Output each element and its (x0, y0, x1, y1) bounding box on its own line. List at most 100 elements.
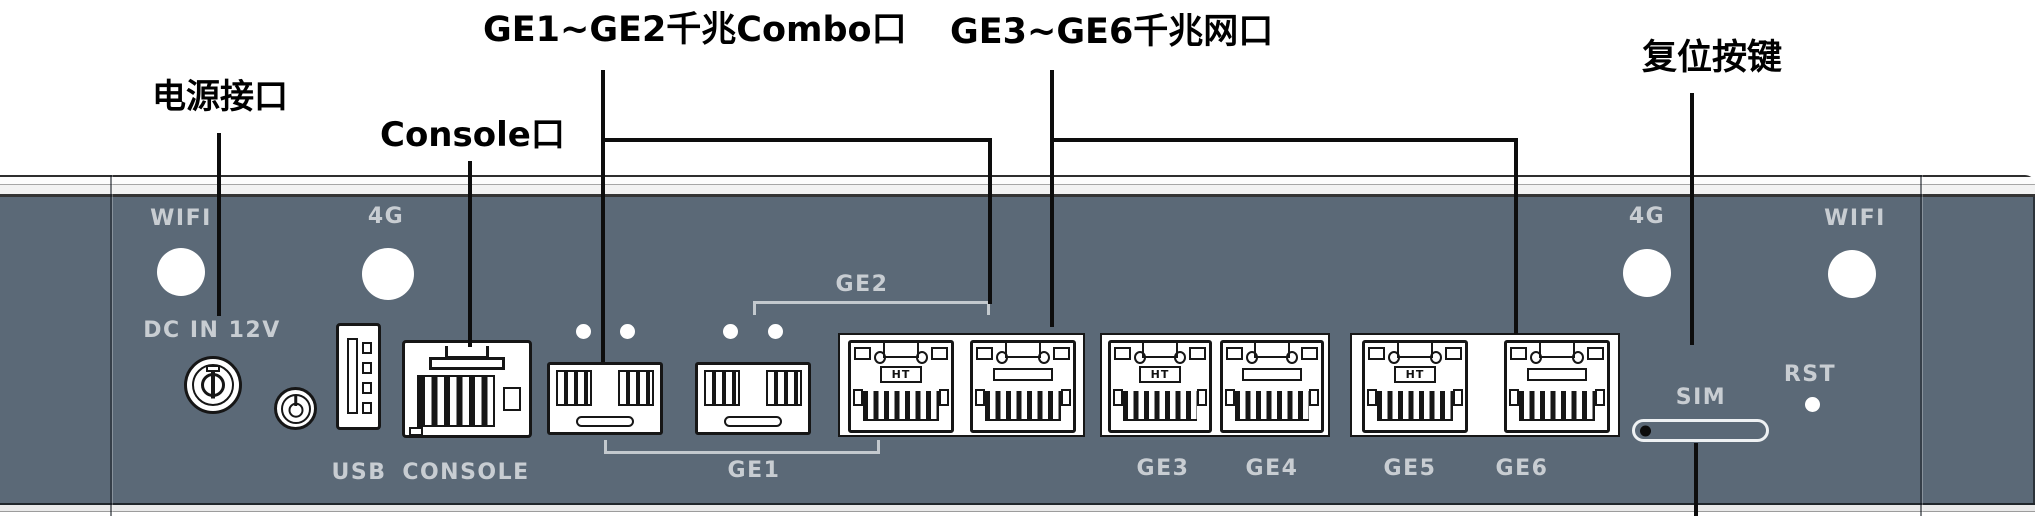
console-port (402, 340, 532, 438)
panel-label-ge3: GE3 (1136, 456, 1190, 481)
usb-contact (362, 362, 372, 374)
rj45-hump (1142, 343, 1178, 358)
panel-label-sim: SIM (1675, 385, 1727, 410)
callout-line-lan-branch (1050, 138, 1518, 142)
sfp-cage-hatch (766, 370, 802, 406)
rj45-tab (1226, 347, 1243, 360)
sfp-cage-hatch (556, 370, 592, 406)
rj45-side-tab (1367, 389, 1377, 406)
dc-jack-pin (211, 371, 215, 399)
rj45-port-ge2 (970, 340, 1076, 433)
ge1-bracket (877, 440, 880, 453)
rj45-block-ge3-ge4: HT (1100, 333, 1330, 437)
rj45-brand-logo: HT (880, 366, 922, 383)
rj45-side-tab (1509, 389, 1519, 406)
sim-slot (1632, 419, 1769, 442)
ge2-bracket (987, 301, 990, 315)
rj45-side-tab (1197, 389, 1207, 406)
sfp-cage-hatch (618, 370, 654, 406)
callout-line-power (217, 133, 221, 316)
usb-contact (362, 382, 372, 394)
led-indicator (576, 324, 591, 339)
rj45-hump (1005, 343, 1041, 358)
callout-label-combo: GE1~GE2千兆Combo口 (483, 10, 907, 50)
rj45-port-ge6 (1504, 340, 1610, 433)
callout-line-combo-drop (988, 138, 992, 304)
panel-label-rst: RST (1783, 362, 1837, 387)
sim-eject-hole (1640, 425, 1651, 436)
rj45-label-plate (993, 368, 1053, 381)
usb-port (336, 323, 381, 430)
rj45-tab (1301, 347, 1318, 360)
rj45-pin-comb (1235, 391, 1309, 421)
rj45-side-tab (1061, 389, 1071, 406)
panel-label-ge6: GE6 (1495, 456, 1549, 481)
callout-line-combo-branch (601, 138, 992, 142)
led-indicator (620, 324, 635, 339)
rj45-port-ge3: HT (1108, 340, 1212, 433)
rj45-tab (854, 347, 871, 360)
rj45-side-tab (975, 389, 985, 406)
callout-line-console (468, 161, 472, 347)
ge1-bracket (604, 451, 880, 454)
ge1-bracket (604, 440, 607, 453)
callout-label-power: 电源接口 (152, 77, 288, 117)
chassis-seam-left (110, 175, 112, 516)
antenna-hole-wifi-right (1828, 250, 1876, 298)
rj45-block-ge5-ge6: HT (1350, 333, 1620, 437)
panel-label-ge5: GE5 (1383, 456, 1437, 481)
callout-label-lan: GE3~GE6千兆网口 (950, 12, 1274, 52)
rj45-side-tab (853, 389, 863, 406)
rj45-brand-logo: HT (1394, 366, 1436, 383)
sfp-port-ge2 (695, 362, 811, 435)
rj45-hump (1397, 343, 1433, 358)
rj45-hump (1539, 343, 1575, 358)
antenna-hole-4g-left (362, 248, 414, 300)
sfp-cage-hatch (704, 370, 740, 406)
antenna-hole-4g-right (1623, 249, 1671, 297)
rj45-tab (1445, 347, 1462, 360)
callout-line-combo (601, 70, 605, 362)
usb-contact (362, 402, 372, 414)
power-icon-bar (293, 395, 298, 406)
callout-line-sim (1694, 443, 1698, 516)
power-button-ring (280, 393, 311, 424)
ge2-bracket (753, 301, 756, 315)
rj45-tab (1053, 347, 1070, 360)
sfp-port-ge1 (547, 362, 663, 435)
dc-power-jack (184, 356, 242, 414)
sfp-latch (576, 416, 634, 427)
sfp-latch (724, 416, 782, 427)
rj45-side-tab (1453, 389, 1463, 406)
rj45-port-ge1: HT (848, 340, 954, 433)
rj45-hump (1254, 343, 1290, 358)
usb-tongue (347, 338, 358, 414)
rj45-pin-comb (1123, 391, 1197, 421)
panel-label-wifi-right: WIFI (1824, 206, 1886, 231)
panel-label-ge2: GE2 (835, 272, 889, 297)
rj45-tab (1587, 347, 1604, 360)
panel-label-4g-right: 4G (1628, 204, 1666, 229)
console-pin-comb (417, 375, 495, 427)
rj45-label-plate (1527, 368, 1587, 381)
rj45-tab (1368, 347, 1385, 360)
callout-line-lan (1050, 70, 1054, 327)
console-side-tab (503, 387, 521, 411)
rj45-tab (1114, 347, 1131, 360)
panel-label-ge4: GE4 (1245, 456, 1299, 481)
panel-label-console: CONSOLE (402, 460, 530, 485)
led-indicator (723, 324, 738, 339)
callout-label-console: Console口 (380, 115, 565, 155)
rj45-pin-comb (985, 391, 1061, 421)
rj45-pin-comb (863, 391, 939, 421)
rj45-side-tab (1225, 389, 1235, 406)
console-latch-step2 (429, 357, 505, 370)
led-indicator (768, 324, 783, 339)
rj45-label-plate (1242, 368, 1302, 381)
rj45-tab (931, 347, 948, 360)
rj45-side-tab (1595, 389, 1605, 406)
rj45-side-tab (1309, 389, 1319, 406)
rj45-pin-comb (1519, 391, 1595, 421)
antenna-hole-wifi-left (157, 248, 205, 296)
